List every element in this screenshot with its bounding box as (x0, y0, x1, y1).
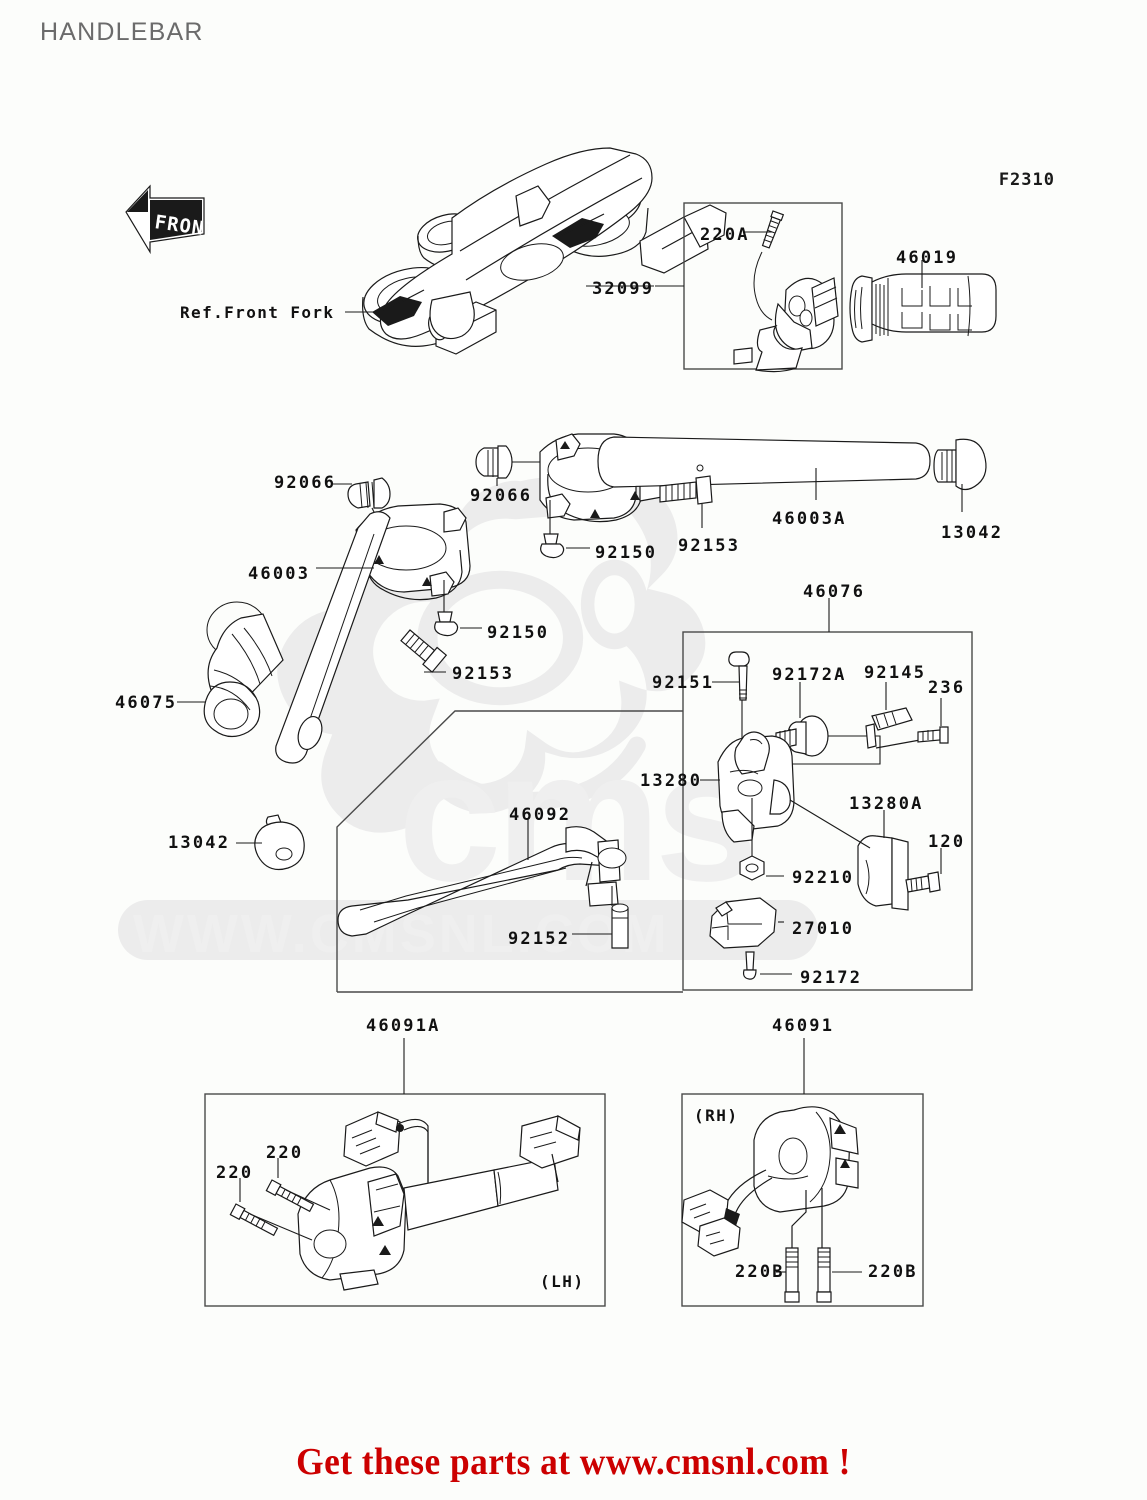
part-92066-cap-right (475, 445, 513, 479)
callout-220-lower: 220 (216, 1163, 254, 1183)
callout-46091: 46091 (772, 1016, 835, 1036)
cmsnl-watermark: cms WWW.CMSNL.COM (118, 477, 818, 964)
callout-46076: 46076 (803, 582, 866, 602)
part-46075-grip (203, 601, 284, 738)
callout-13280A: 13280A (849, 794, 924, 814)
part-32099-triple-clamp (362, 147, 727, 355)
callout-92066-right: 92066 (470, 486, 533, 506)
part-13042-end-weight-right (933, 438, 987, 491)
part-46092-brake-lever (337, 826, 627, 937)
part-220A-throttle-housing (733, 210, 839, 373)
callout-46019: 46019 (896, 248, 959, 268)
callout-46003A: 46003A (772, 509, 847, 529)
callout-13042-right: 13042 (941, 523, 1004, 543)
callout-46003: 46003 (248, 564, 311, 584)
callout-220B-right: 220B (868, 1262, 918, 1282)
part-92145-clip (865, 707, 921, 749)
part-92153-bolt-right (659, 475, 713, 505)
part-46091A-left-switch (297, 1111, 581, 1291)
callout-92210: 92210 (792, 868, 855, 888)
callout-92172: 92172 (800, 968, 863, 988)
front-direction-icon: FRONT (120, 178, 218, 258)
box-46091A (204, 1093, 606, 1307)
callout-120: 120 (928, 832, 966, 852)
part-13280-master-cylinder (717, 731, 795, 843)
callout-46091A: 46091A (366, 1016, 441, 1036)
part-92150-bolt-left (434, 611, 459, 637)
callout-92152: 92152 (508, 929, 571, 949)
part-92152-bushing (611, 903, 629, 949)
part-13042-end-weight-left (254, 814, 305, 871)
part-220-screws-left (229, 1158, 331, 1241)
callout-220-upper: 220 (266, 1143, 304, 1163)
box-46092-outline (336, 710, 683, 992)
callout-220A: 220A (700, 225, 750, 245)
callout-13042-left: 13042 (168, 833, 231, 853)
part-92172-screw (742, 951, 757, 980)
part-92172A-switch (763, 715, 829, 757)
side-label-rh: (RH) (694, 1106, 739, 1125)
callout-92066-left: 92066 (274, 473, 337, 493)
figure-code: F2310 (998, 170, 1055, 190)
part-92151-bolt (728, 651, 750, 701)
part-92210-nut (739, 855, 765, 881)
callout-92172A: 92172A (772, 665, 847, 685)
callout-46075: 46075 (115, 693, 178, 713)
callout-92151: 92151 (652, 673, 715, 693)
page-title: HANDLEBAR (40, 18, 204, 46)
callout-92145: 92145 (864, 663, 927, 683)
callout-236: 236 (928, 678, 966, 698)
callout-13280: 13280 (640, 771, 703, 791)
box-46076 (682, 631, 973, 991)
part-92066-cap-left (347, 477, 391, 509)
part-220B-screws (776, 1247, 862, 1303)
callout-27010: 27010 (792, 919, 855, 939)
part-46091-right-switch (681, 1106, 859, 1264)
callout-220B-left: 220B (735, 1262, 785, 1282)
callout-92150-right: 92150 (595, 543, 658, 563)
callout-32099: 32099 (592, 279, 655, 299)
box-46091 (681, 1093, 924, 1307)
side-label-lh: (LH) (540, 1272, 585, 1291)
part-27010-switch (709, 897, 777, 949)
footer-promo-text: Get these parts at www.cmsnl.com ! (296, 1441, 851, 1483)
part-46003A-handlebar-right (597, 436, 931, 488)
part-13280A-bracket (857, 835, 909, 911)
part-46003-handlebar-left (275, 511, 391, 764)
part-120-screw (905, 871, 941, 893)
callout-46092: 46092 (509, 805, 572, 825)
part-46019-grip (849, 273, 997, 343)
part-236-screw (917, 726, 949, 744)
callout-92150-left: 92150 (487, 623, 550, 643)
callout-92153-left: 92153 (452, 664, 515, 684)
svg-text:cms: cms (398, 713, 752, 920)
callout-92153-right: 92153 (678, 536, 741, 556)
part-92150-bolt-right (540, 533, 565, 559)
label-ref-front-fork: Ref.Front Fork (180, 303, 335, 322)
